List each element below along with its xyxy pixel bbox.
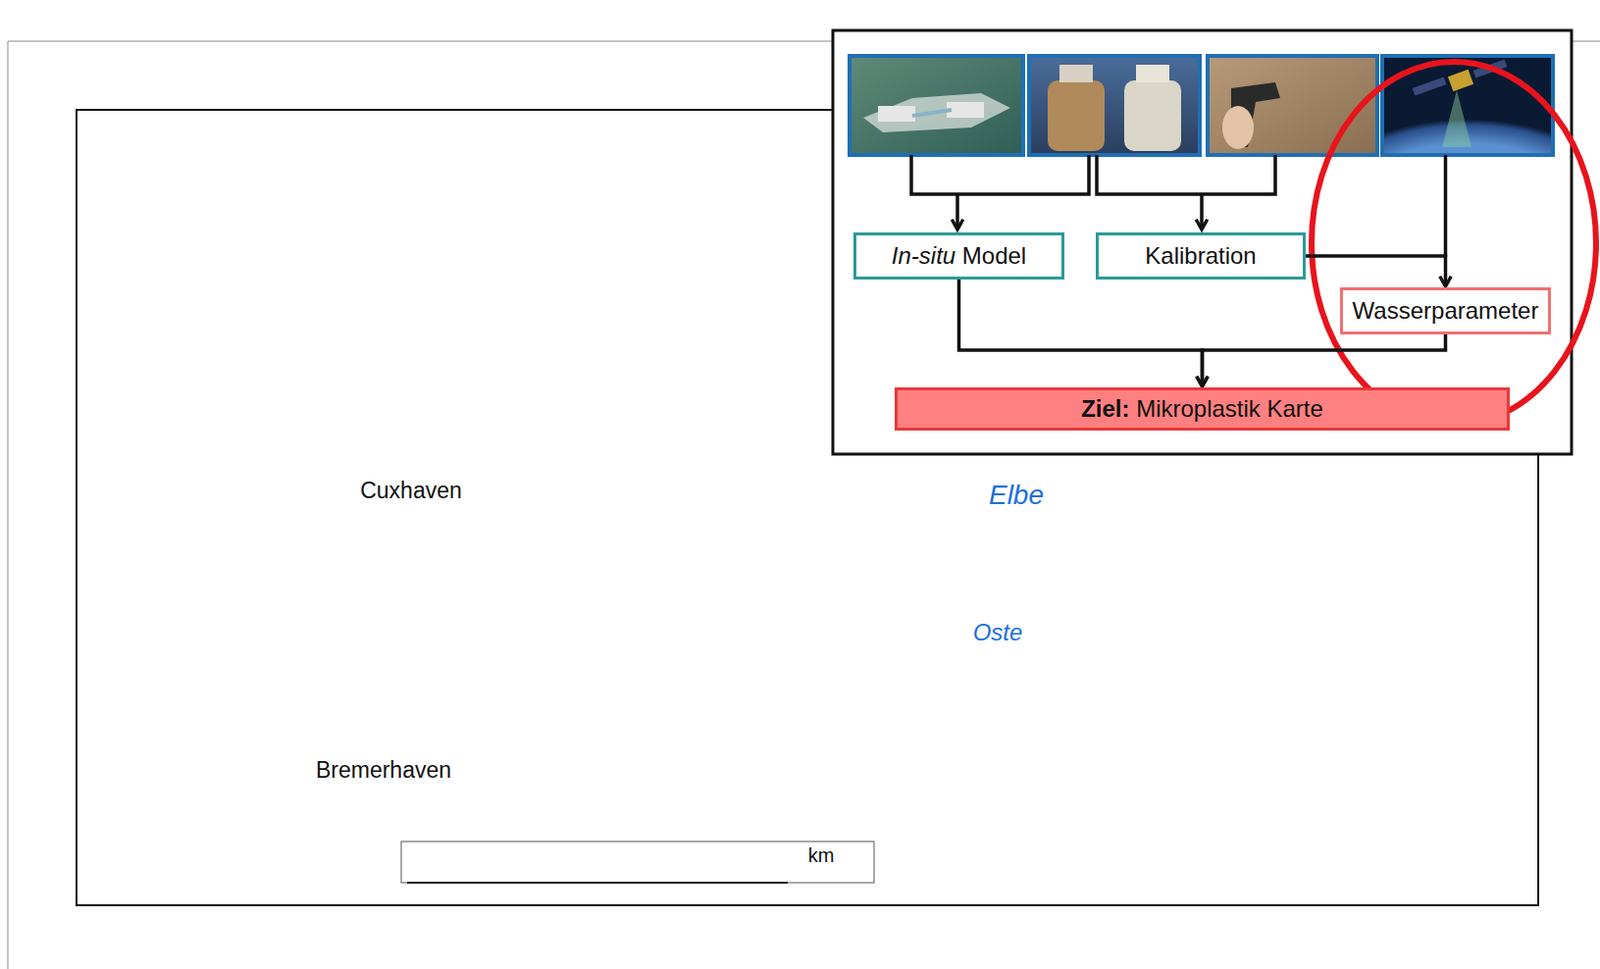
flow-arrow <box>1305 256 1446 287</box>
goal-box: Ziel: Mikroplastik Karte <box>894 387 1510 431</box>
frame-line <box>7 41 9 969</box>
node-text: Wasserparameter <box>1352 297 1540 325</box>
node-text: In-situ Model <box>891 242 1027 270</box>
river-label: Elbe <box>988 479 1044 512</box>
scale-unit: km <box>808 844 835 868</box>
photo-trawl <box>849 55 1024 155</box>
inset-panel <box>832 30 1572 455</box>
city-label: Cuxhaven <box>360 477 463 505</box>
scale-bar <box>407 881 788 884</box>
highlight-ellipse <box>1311 61 1597 425</box>
output-box: Wasserparameter <box>1340 287 1551 335</box>
node-text: Ziel: Mikroplastik Karte <box>1081 395 1324 423</box>
process-box: In-situ Model <box>853 232 1065 280</box>
scale-bar-box <box>401 841 875 883</box>
photo-bottles <box>1029 55 1200 155</box>
node-text: Kalibration <box>1144 242 1256 270</box>
flow-arrow <box>959 279 1203 387</box>
photo-sensor <box>1207 55 1378 155</box>
river-label: Oste <box>973 619 1024 647</box>
flow-arrow <box>1202 334 1446 387</box>
process-box: Kalibration <box>1095 232 1306 280</box>
city-label: Bremerhaven <box>315 757 452 784</box>
